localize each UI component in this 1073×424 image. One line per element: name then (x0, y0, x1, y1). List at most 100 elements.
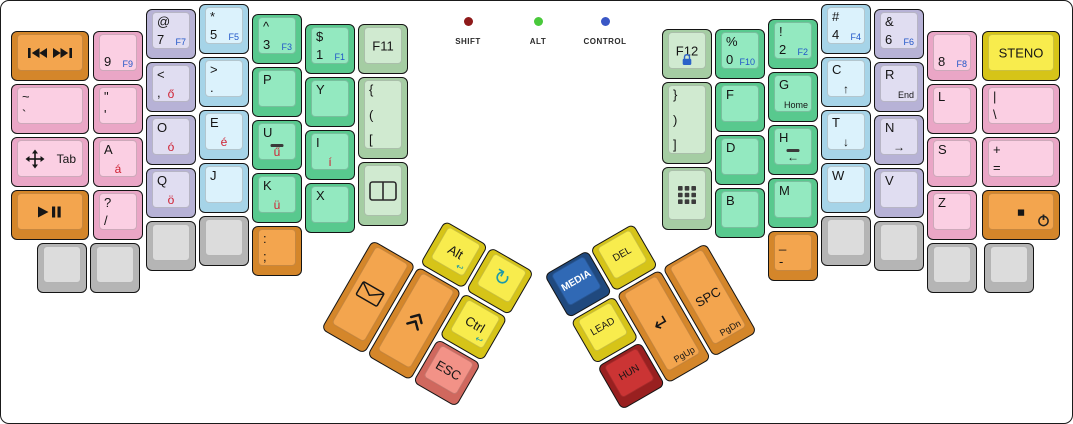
key-n[interactable]: N→ (874, 115, 924, 165)
key-g-label: G (779, 77, 790, 92)
key-u-label: ű (273, 145, 281, 159)
key-l[interactable]: L (927, 84, 977, 134)
key-p[interactable]: P (252, 67, 302, 117)
key-0-percent-label: 0 (726, 52, 734, 67)
question-slash-key[interactable]: ?/ (93, 190, 143, 240)
key-g[interactable]: G Home (768, 72, 818, 122)
tilde-grave-key[interactable]: ~` (11, 84, 89, 134)
colon-semicolon-key[interactable]: :; (252, 226, 302, 276)
steno-key-label: STENO (998, 45, 1044, 60)
colon-semicolon-key-label: ; (263, 249, 267, 264)
key-y[interactable]: Y (305, 77, 355, 127)
blank-key[interactable] (146, 221, 196, 271)
quote-key[interactable]: "' (93, 84, 143, 134)
hun-key-label: HUN (617, 362, 642, 383)
key-2-excl-label: ! (779, 24, 783, 39)
key-9-label: F9 (122, 59, 133, 69)
key-5-star-label: * (210, 9, 216, 24)
key-t[interactable]: T↓ (821, 110, 871, 160)
steno-key[interactable]: STENO (982, 31, 1060, 81)
keypad-key[interactable] (662, 167, 712, 230)
key-d[interactable]: D (715, 135, 765, 185)
key-x[interactable]: X (305, 183, 355, 233)
blank-key[interactable] (199, 216, 249, 266)
blank-key[interactable] (821, 216, 871, 266)
play-pause-icon (37, 205, 63, 219)
key-v[interactable]: V (874, 168, 924, 218)
key-0-percent-label: F10 (739, 57, 755, 67)
key-q-label: Q (157, 173, 168, 188)
split-window-key[interactable] (358, 162, 408, 226)
blank-key[interactable] (984, 243, 1034, 293)
key-h[interactable]: H← (768, 125, 818, 175)
key-w[interactable]: W (821, 163, 871, 213)
key-c[interactable]: C↑ (821, 57, 871, 107)
key-2-excl-label: F2 (797, 47, 808, 57)
open-brackets-key-label: ( (369, 107, 374, 122)
key-6-amp-label: & (885, 14, 894, 29)
double-chevron-key[interactable] (366, 266, 462, 381)
close-brackets-key[interactable]: })] (662, 82, 712, 164)
key-r-label: R (885, 67, 895, 82)
tab-move-key[interactable]: Tab (11, 137, 89, 187)
home-position-bar (270, 143, 284, 147)
plus-equals-key[interactable]: += (982, 137, 1060, 187)
key-f11[interactable]: F11 (358, 24, 408, 74)
key-h-label: H (779, 130, 789, 145)
key-t-label: ↓ (843, 135, 849, 149)
key-g-label: Home (783, 100, 808, 110)
key-f11-label: F11 (372, 38, 394, 53)
blank-key[interactable] (90, 243, 140, 293)
key-r-label: End (897, 90, 914, 100)
key-e-label: é (220, 135, 228, 149)
pipe-backslash-key-label: \ (993, 107, 997, 122)
key-z[interactable]: Z (927, 190, 977, 240)
comma-key[interactable]: <,ő (146, 62, 196, 112)
blank-key[interactable] (874, 221, 924, 271)
underscore-hyphen-key[interactable]: _- (768, 231, 818, 281)
key-6-amp-label: F6 (903, 37, 914, 47)
question-slash-key-label: / (104, 213, 108, 228)
key-j-label: J (210, 168, 217, 183)
key-j[interactable]: J (199, 163, 249, 213)
play-pause-key[interactable] (11, 190, 89, 240)
envelope-icon (354, 280, 386, 309)
pipe-backslash-key[interactable]: |\ (982, 84, 1060, 134)
key-s[interactable]: S (927, 137, 977, 187)
key-m[interactable]: M (768, 178, 818, 228)
key-f-label: F (726, 87, 734, 102)
stop-power-key[interactable]: ■ (982, 190, 1060, 240)
media-prev-next-key[interactable] (11, 31, 89, 81)
key-b[interactable]: B (715, 188, 765, 238)
blank-key[interactable] (37, 243, 87, 293)
open-brackets-key[interactable]: {([ (358, 77, 408, 159)
period-key[interactable]: >. (199, 57, 249, 107)
key-x-label: X (316, 188, 325, 203)
blank-key[interactable] (927, 243, 977, 293)
legend-alt-label: ALT (529, 37, 547, 46)
key-f12[interactable]: F12 (662, 29, 712, 79)
close-brackets-key-label: } (673, 87, 678, 102)
key-l-label: L (938, 89, 946, 104)
mail-key[interactable] (321, 239, 416, 355)
previous-next-track-icon (27, 46, 73, 60)
key-f[interactable]: F (715, 82, 765, 132)
